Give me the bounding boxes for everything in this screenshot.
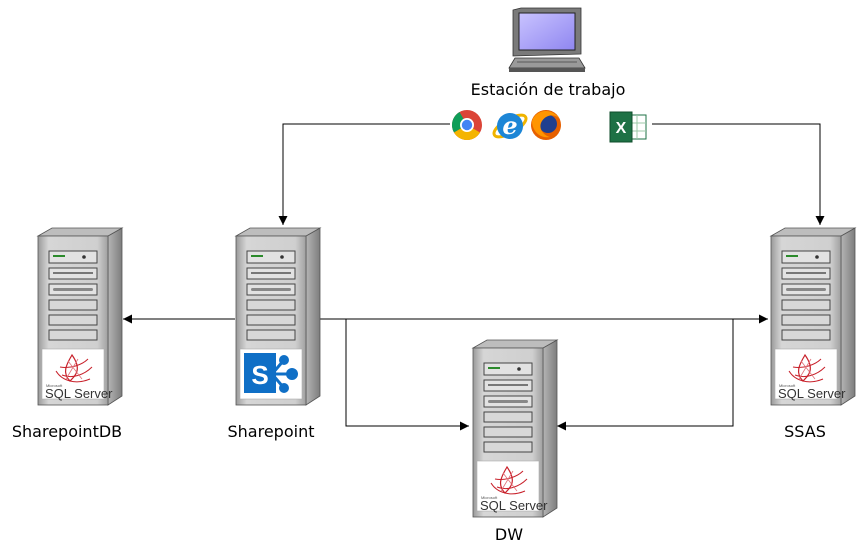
- svg-text:SQL Server: SQL Server: [778, 386, 846, 401]
- sharepoint-logo-icon: S: [244, 353, 298, 393]
- connector-workstation-ssas: [652, 123, 825, 225]
- server-tower-icon: [37, 227, 123, 406]
- chrome-icon: [451, 110, 482, 141]
- sharepoint-label: Sharepoint: [228, 422, 315, 441]
- server-ssas: Microsoft SQL Server SSAS: [770, 227, 856, 441]
- svg-text:SQL Server: SQL Server: [480, 498, 548, 513]
- svg-text:SQL Server: SQL Server: [45, 386, 113, 401]
- dw-label: DW: [495, 525, 523, 544]
- workstation-node: Estación de trabajo: [471, 7, 626, 99]
- browser-icons: e: [451, 110, 561, 141]
- sql-server-logo: Microsoft SQL Server: [778, 354, 846, 401]
- computer-icon: [508, 7, 586, 72]
- connector-workstation-sharepoint: [278, 123, 450, 225]
- server-sharepointdb: Microsoft SQL Server SharepointDB: [12, 227, 123, 441]
- server-dw: Microsoft SQL Server DW: [472, 339, 558, 544]
- sql-server-logo: Microsoft SQL Server: [45, 354, 113, 401]
- excel-icon: X: [609, 111, 647, 143]
- connectors: [123, 123, 825, 431]
- svg-text:S: S: [251, 360, 268, 390]
- svg-text:Microsoft: Microsoft: [46, 383, 63, 388]
- server-sharepoint: S Sharepoint: [228, 227, 321, 441]
- firefox-icon: [531, 110, 561, 140]
- sql-server-logo: Microsoft SQL Server: [480, 466, 548, 513]
- connector-ssas-dw: [557, 319, 734, 431]
- internet-explorer-icon: e: [492, 111, 528, 140]
- svg-text:Microsoft: Microsoft: [779, 383, 796, 388]
- server-tower-icon: [770, 227, 856, 406]
- connector-sharepoint-dw: [345, 319, 469, 431]
- workstation-label: Estación de trabajo: [471, 80, 626, 99]
- sharepointdb-label: SharepointDB: [12, 422, 122, 441]
- ssas-label: SSAS: [784, 422, 826, 441]
- svg-text:X: X: [616, 120, 627, 137]
- svg-text:Microsoft: Microsoft: [481, 495, 498, 500]
- svg-text:e: e: [502, 111, 517, 140]
- server-tower-icon: [472, 339, 558, 518]
